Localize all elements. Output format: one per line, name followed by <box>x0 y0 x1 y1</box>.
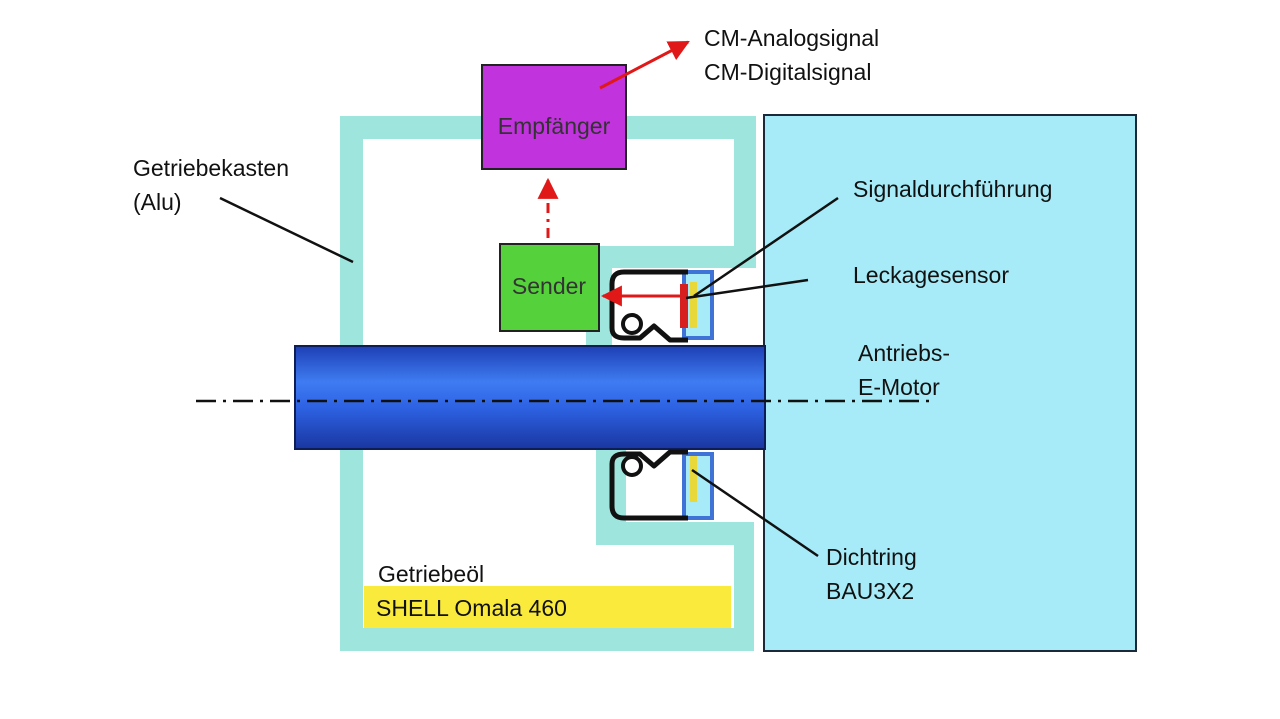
housing-top-right-wall <box>626 116 756 139</box>
upper-seal-lip <box>609 269 688 343</box>
drive-motor-block <box>763 114 1137 652</box>
signaldurchfuehrung-label: Signaldurchführung <box>853 176 1052 202</box>
housing-top-left-wall <box>340 116 482 139</box>
housing-left-wall-lower <box>340 449 363 651</box>
dichtring-label-1: Dichtring <box>826 544 917 570</box>
upper-seal-inner <box>686 274 710 336</box>
lower-seal-inner <box>686 456 710 516</box>
oil-name-label: SHELL Omala 460 <box>376 595 567 621</box>
leckagesensor-leader <box>685 278 809 300</box>
housing-left-wall-upper <box>340 116 363 349</box>
sender-label: Sender <box>512 273 587 299</box>
housing-lower-ledge <box>596 522 754 545</box>
empfaenger-output-arrow <box>599 40 690 90</box>
lower-seal-ring <box>609 449 714 521</box>
lower-seal-lip <box>609 449 688 521</box>
motor-label-1: Antriebs- <box>858 340 950 366</box>
housing-bottom-wall <box>340 628 754 651</box>
upper-seal-ring <box>609 269 714 343</box>
sender-box <box>499 243 600 332</box>
lower-seal-spring <box>621 455 643 477</box>
output-signal-label-2: CM-Digitalsignal <box>704 59 871 85</box>
dichtring-leader <box>691 468 819 558</box>
getriebeoel-label: Getriebeöl <box>378 561 484 587</box>
upper-seal-spring <box>621 313 643 335</box>
empfaenger-label: Empfänger <box>498 113 611 139</box>
lower-seal-yellow <box>690 456 697 502</box>
housing-right-wall-lower <box>734 522 754 651</box>
leckagesensor-label: Leckagesensor <box>853 262 1009 288</box>
gear-oil-strip <box>364 586 731 628</box>
empfaenger-box <box>481 64 627 170</box>
housing-upper-ledge <box>596 246 756 268</box>
dichtring-label-2: BAU3X2 <box>826 578 914 604</box>
signal-feedthrough-yellow <box>690 282 697 328</box>
housing-right-wall-upper <box>734 116 756 268</box>
motor-label-2: E-Motor <box>858 374 940 400</box>
output-signal-label-1: CM-Analogsignal <box>704 25 879 51</box>
getriebekasten-leader <box>219 196 354 264</box>
signaldurchfuehrung-leader <box>693 196 839 298</box>
getriebekasten-label-1: Getriebekasten <box>133 155 289 181</box>
getriebekasten-label-2: (Alu) <box>133 189 182 215</box>
drive-shaft <box>294 345 766 450</box>
leak-sensor-red <box>680 284 688 328</box>
